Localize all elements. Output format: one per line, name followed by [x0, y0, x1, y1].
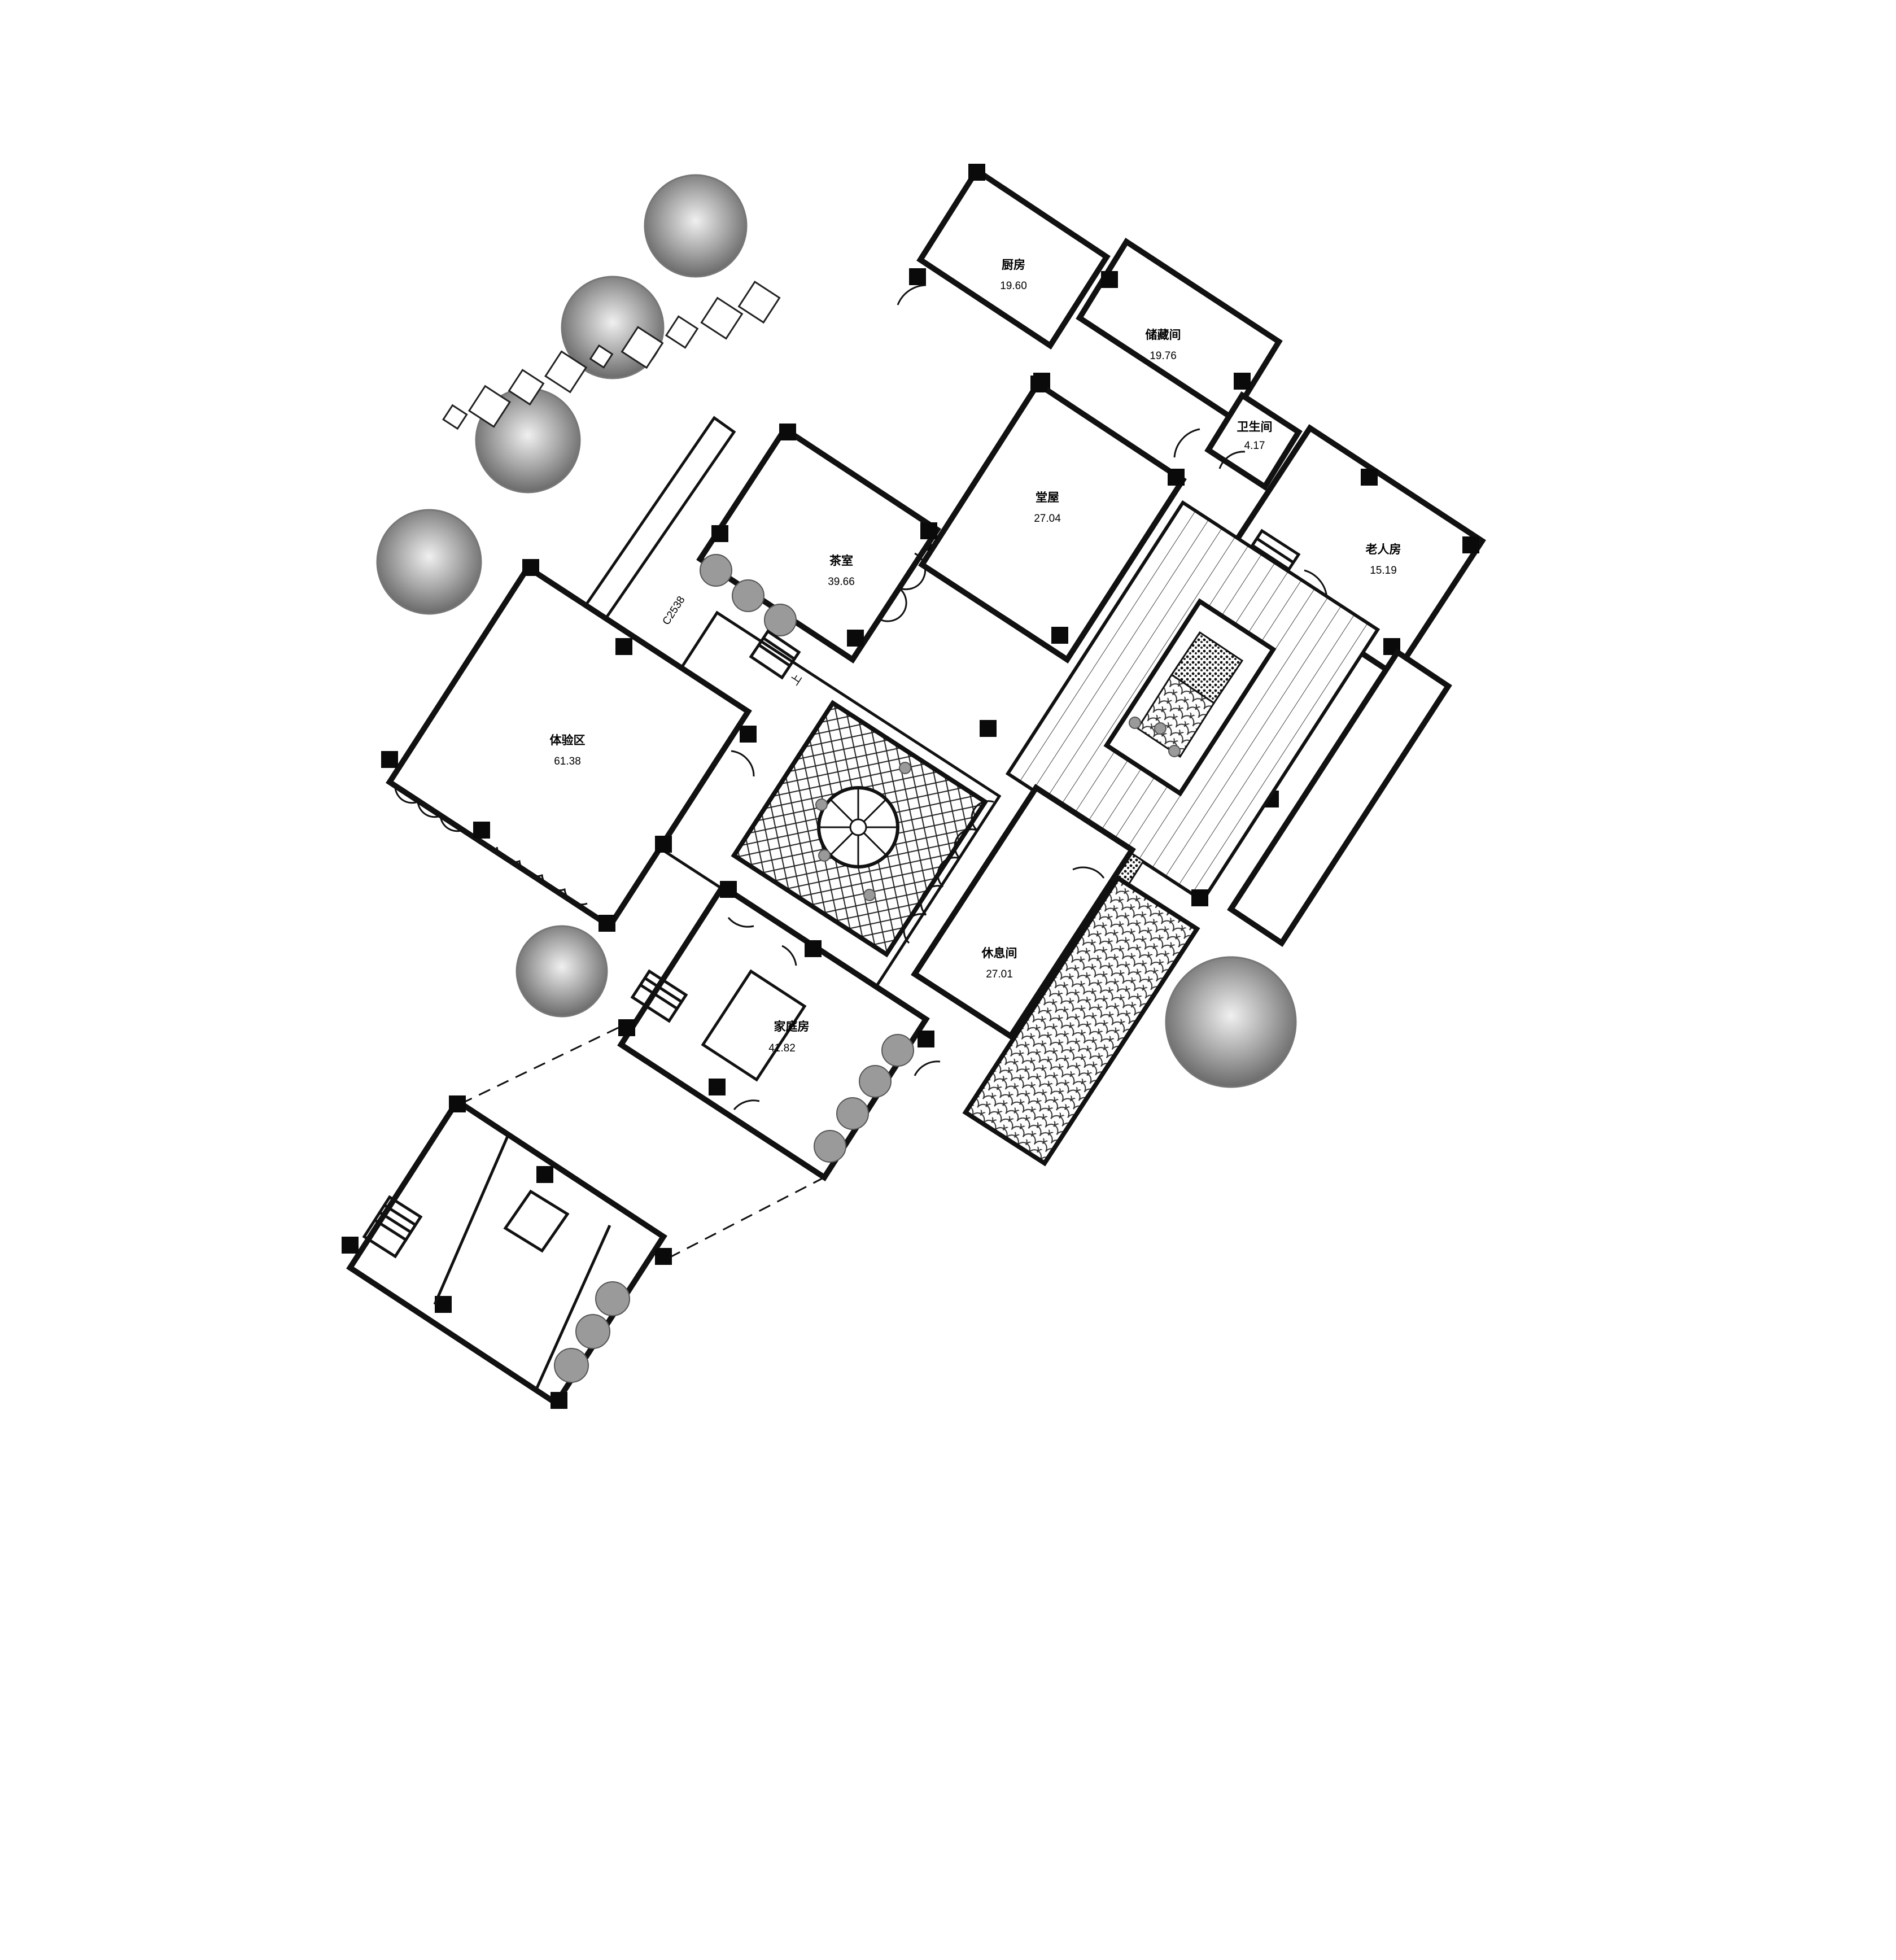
stair — [630, 969, 688, 1023]
pergola-outline — [586, 416, 736, 618]
tree-icon — [644, 174, 748, 278]
storage-name: 储藏间 — [1146, 328, 1181, 342]
room-experience: 体验区 61.38 — [381, 559, 757, 932]
lounge-name: 休息间 — [981, 946, 1017, 960]
window-code-label: C2538 — [661, 594, 688, 627]
spiral-stair-icon — [817, 786, 899, 868]
room-lounge: 休息间 27.01 — [903, 784, 1136, 1076]
side-corridor — [962, 875, 1200, 1167]
experience-area: 61.38 — [554, 756, 581, 767]
family-room-name: 家庭房 — [774, 1020, 810, 1033]
stepping-stone — [621, 326, 664, 369]
stepping-stone — [544, 350, 588, 394]
hall-name: 堂屋 — [1036, 491, 1059, 504]
courtyard-planter — [1103, 598, 1277, 797]
elder-room-area: 15.19 — [1370, 565, 1397, 577]
experience-name: 体验区 — [550, 734, 586, 747]
stepping-stone — [442, 404, 468, 430]
dashed-connector — [454, 1027, 825, 1263]
kitchen-area: 19.60 — [1000, 280, 1027, 292]
kitchen-name: 厨房 — [1002, 258, 1025, 272]
stepping-stone — [589, 344, 614, 369]
stair-up-label: 上 — [788, 672, 805, 688]
stepping-stone — [665, 315, 699, 349]
hall-area: 27.04 — [1034, 513, 1061, 525]
room-bathroom: 卫生间 4.17 — [1204, 391, 1303, 491]
annex-building — [342, 1095, 672, 1409]
stair — [362, 1195, 423, 1259]
lounge-area: 27.01 — [986, 968, 1013, 980]
wood-deck — [980, 500, 1381, 906]
tea-room-area: 39.66 — [828, 576, 855, 588]
tree-icon — [376, 509, 482, 615]
room-family: 家庭房 41.82 — [617, 881, 934, 1181]
bathroom-name: 卫生间 — [1237, 420, 1273, 434]
tree-icon — [1165, 956, 1297, 1088]
stair — [749, 629, 801, 680]
tea-room-name: 茶室 — [829, 554, 853, 568]
room-kitchen: 厨房 19.60 — [897, 164, 1111, 350]
elder-room-name: 老人房 — [1366, 543, 1401, 556]
stepping-stone — [700, 296, 744, 340]
stepping-stone — [468, 385, 511, 428]
stepping-stones — [442, 280, 781, 430]
bathroom-area: 4.17 — [1244, 440, 1265, 452]
stepping-stone — [508, 369, 545, 406]
tree-icon — [515, 925, 608, 1018]
stepping-stone — [737, 280, 781, 324]
family-room-area: 41.82 — [768, 1042, 796, 1054]
room-tea: 茶室 39.66 C2538 上 — [661, 424, 941, 688]
storage-area: 19.76 — [1150, 350, 1177, 362]
